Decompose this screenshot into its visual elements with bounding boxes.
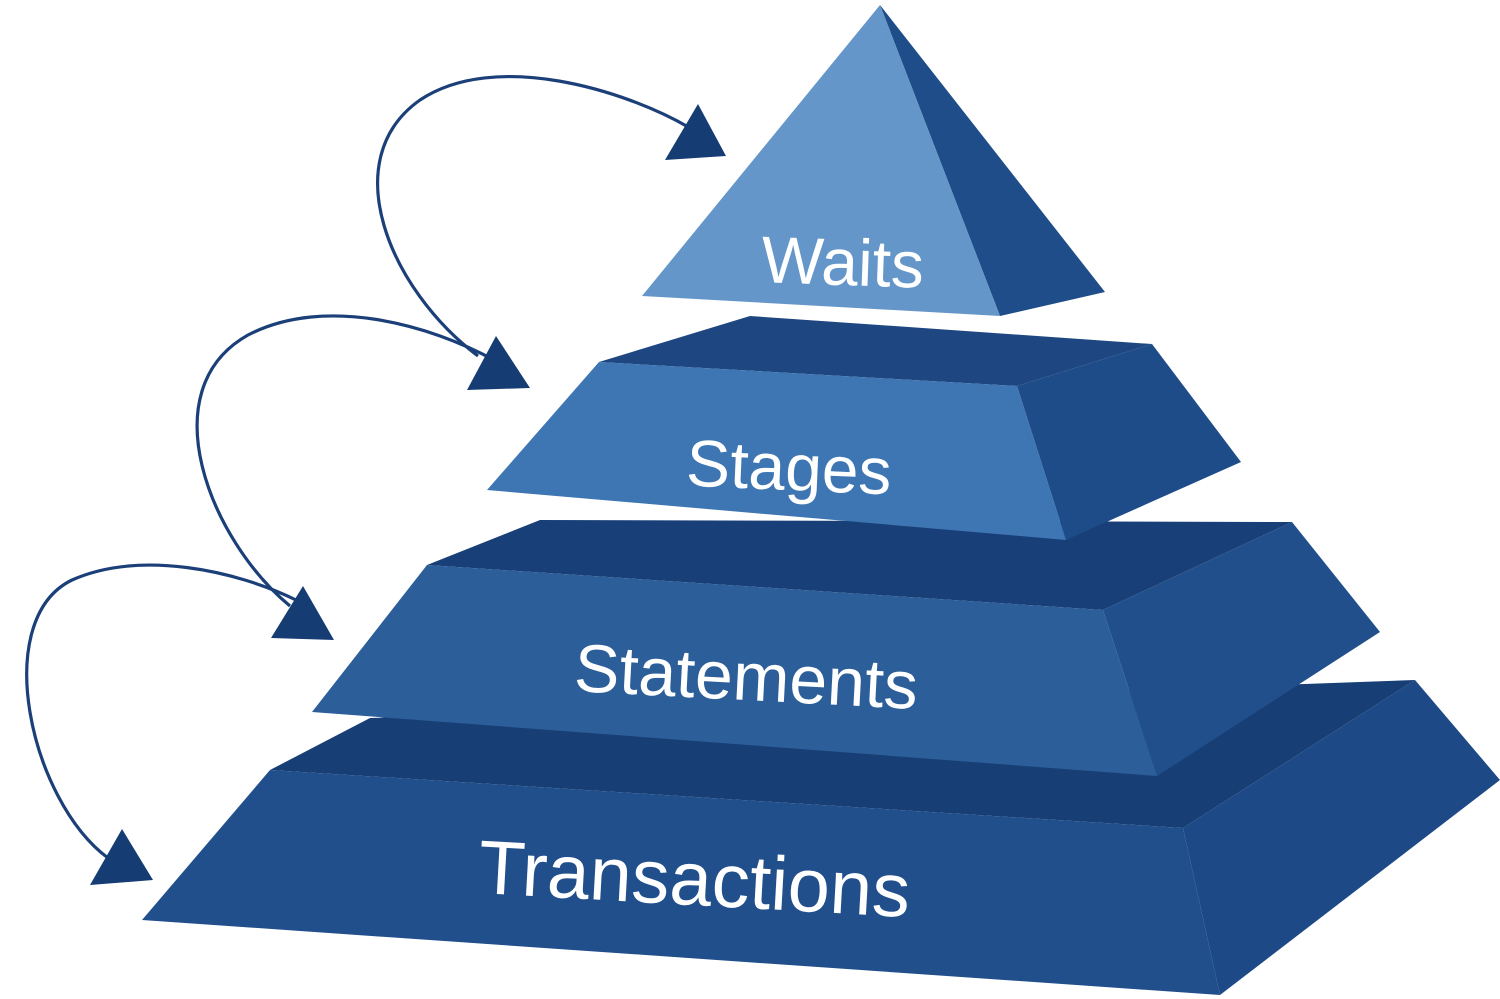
layer-statements: Statements <box>312 520 1380 776</box>
arrow-curve <box>195 314 495 608</box>
stages-front-face <box>487 362 1066 540</box>
transactions-front-face <box>142 770 1220 995</box>
flow-arrows <box>25 74 726 885</box>
arrow-stages-to-waits <box>376 74 726 358</box>
arrow-curve <box>376 74 691 358</box>
statements-top-face <box>427 520 1292 610</box>
arrow-head-icon <box>271 586 334 640</box>
statements-side-face <box>1103 522 1380 776</box>
transactions-side-face <box>1183 680 1500 995</box>
arrow-head-icon <box>467 336 530 390</box>
arrow-transactions-to-statements <box>25 563 334 860</box>
stages-side-face <box>1017 344 1241 540</box>
arrow-into-transactions <box>90 829 153 885</box>
layer-waits: Waits <box>642 5 1105 316</box>
waits-side-face <box>880 5 1105 316</box>
arrow-head-icon <box>665 104 726 160</box>
waits-label: Waits <box>760 222 925 302</box>
statements-front-face <box>312 565 1157 776</box>
arrow-head-icon <box>90 829 153 885</box>
stages-top-face <box>599 316 1152 386</box>
statements-label: Statements <box>572 630 919 724</box>
stages-label: Stages <box>685 426 894 509</box>
arrow-curve <box>25 563 297 860</box>
waits-front-face <box>642 5 1000 316</box>
layer-stages: Stages <box>487 316 1241 540</box>
arrow-statements-to-stages <box>195 314 530 608</box>
